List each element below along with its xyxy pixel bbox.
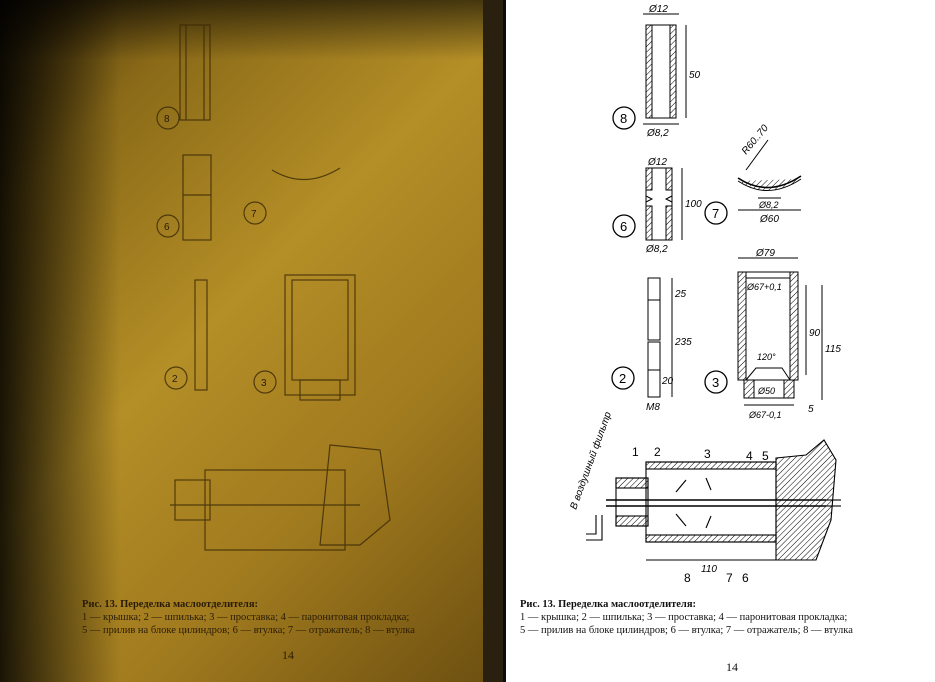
caption-line2: 5 — прилив на блоке цилиндров; 6 — втулк… bbox=[520, 625, 853, 636]
callout-8: 8 bbox=[684, 571, 691, 585]
photo-caption: Рис. 13. Переделка маслоотделителя: 1 — … bbox=[82, 598, 492, 637]
callout-7: 7 bbox=[726, 571, 733, 585]
dim-d12-top: Ø12 bbox=[648, 4, 668, 15]
caption-title: Рис. 13. Переделка маслоотделителя: bbox=[520, 599, 697, 610]
part-6-circle bbox=[612, 214, 636, 238]
part-7-drawing bbox=[737, 139, 802, 211]
photo-label-3: 3 bbox=[261, 378, 267, 389]
photo-label-7: 7 bbox=[251, 209, 257, 220]
callout-5: 5 bbox=[762, 449, 769, 463]
part-2-circle bbox=[611, 366, 635, 390]
dim-len90: 90 bbox=[809, 328, 821, 339]
dim-d60: Ø60 bbox=[759, 214, 779, 225]
technical-drawing: 8 Ø12 Ø8,2 50 6 Ø12 Ø8,2 100 7 bbox=[568, 4, 842, 585]
dim-len100: 100 bbox=[685, 199, 702, 210]
dim-angle120: 120° bbox=[757, 352, 776, 362]
part-2-label: 2 bbox=[619, 371, 626, 386]
divider bbox=[503, 0, 506, 682]
dim-d67-lower: Ø67-0,1 bbox=[748, 410, 782, 420]
photographed-page: 8 6 7 2 3 Рис. 13. Переделка маслоотдели… bbox=[0, 0, 503, 682]
photo-right-edge bbox=[483, 0, 503, 682]
part-3-drawing bbox=[737, 257, 823, 406]
callout-4: 4 bbox=[746, 449, 753, 463]
page-number: 14 bbox=[726, 660, 738, 674]
dim-len5: 5 bbox=[808, 404, 814, 415]
dim-len235: 235 bbox=[674, 337, 692, 348]
caption-line1: 1 — крышка; 2 — шпилька; 3 — проставка; … bbox=[520, 612, 848, 623]
part-6-drawing bbox=[645, 167, 683, 241]
photo-caption-line1: 1 — крышка; 2 — шпилька; 3 — проставка; … bbox=[82, 612, 410, 623]
dim-len110: 110 bbox=[701, 564, 717, 575]
part-8-label: 8 bbox=[620, 111, 627, 126]
photo-page-number: 14 bbox=[282, 648, 294, 662]
dim-len25: 25 bbox=[674, 289, 687, 300]
part-8-circle bbox=[612, 106, 636, 130]
photo-label-6: 6 bbox=[164, 222, 170, 233]
dim-len20: 20 bbox=[661, 376, 674, 387]
part-2-drawing bbox=[647, 277, 673, 398]
photo-caption-title: Рис. 13. Переделка маслоотделителя: bbox=[82, 599, 259, 610]
dim-d8-bottom: Ø8,2 bbox=[646, 128, 669, 139]
photo-drawing: 8 6 7 2 3 bbox=[156, 24, 391, 551]
photo-caption-line2: 5 — прилив на блоке цилиндров; 6 — втулк… bbox=[82, 625, 415, 636]
callout-6: 6 bbox=[742, 571, 749, 585]
part-7-label: 7 bbox=[712, 206, 719, 221]
photo-label-2: 2 bbox=[172, 374, 178, 385]
figure-caption: Рис. 13. Переделка маслоотделителя: 1 — … bbox=[520, 598, 930, 637]
dim-d79: Ø79 bbox=[755, 248, 775, 259]
callout-2: 2 bbox=[654, 445, 661, 459]
photo-label-8: 8 bbox=[164, 114, 170, 125]
dim-d50: Ø50 bbox=[757, 386, 775, 396]
scanned-page: 8 Ø12 Ø8,2 50 6 Ø12 Ø8,2 100 7 bbox=[506, 0, 935, 682]
assembly-air-filter-label: В воздушный фильтр bbox=[568, 410, 615, 511]
callout-3: 3 bbox=[704, 447, 711, 461]
part-8-drawing bbox=[643, 13, 687, 125]
dim-m8: M8 bbox=[646, 402, 660, 413]
part-3-circle bbox=[704, 370, 728, 394]
callout-1: 1 bbox=[632, 445, 639, 459]
dim-len115: 115 bbox=[825, 344, 841, 355]
dim-d67-upper: Ø67+0,1 bbox=[746, 282, 782, 292]
dim-d12-p6: Ø12 bbox=[647, 157, 667, 168]
part-3-label: 3 bbox=[712, 375, 719, 390]
dim-d8-p6: Ø8,2 bbox=[645, 244, 668, 255]
photo-shadow-left bbox=[0, 0, 120, 682]
part-7-circle bbox=[704, 201, 728, 225]
dim-len50: 50 bbox=[689, 70, 701, 81]
dim-d8-p7: Ø8,2 bbox=[758, 200, 779, 210]
dim-r60-70: R60..70 bbox=[740, 123, 771, 157]
assembly-drawing bbox=[586, 439, 841, 561]
part-6-label: 6 bbox=[620, 219, 627, 234]
